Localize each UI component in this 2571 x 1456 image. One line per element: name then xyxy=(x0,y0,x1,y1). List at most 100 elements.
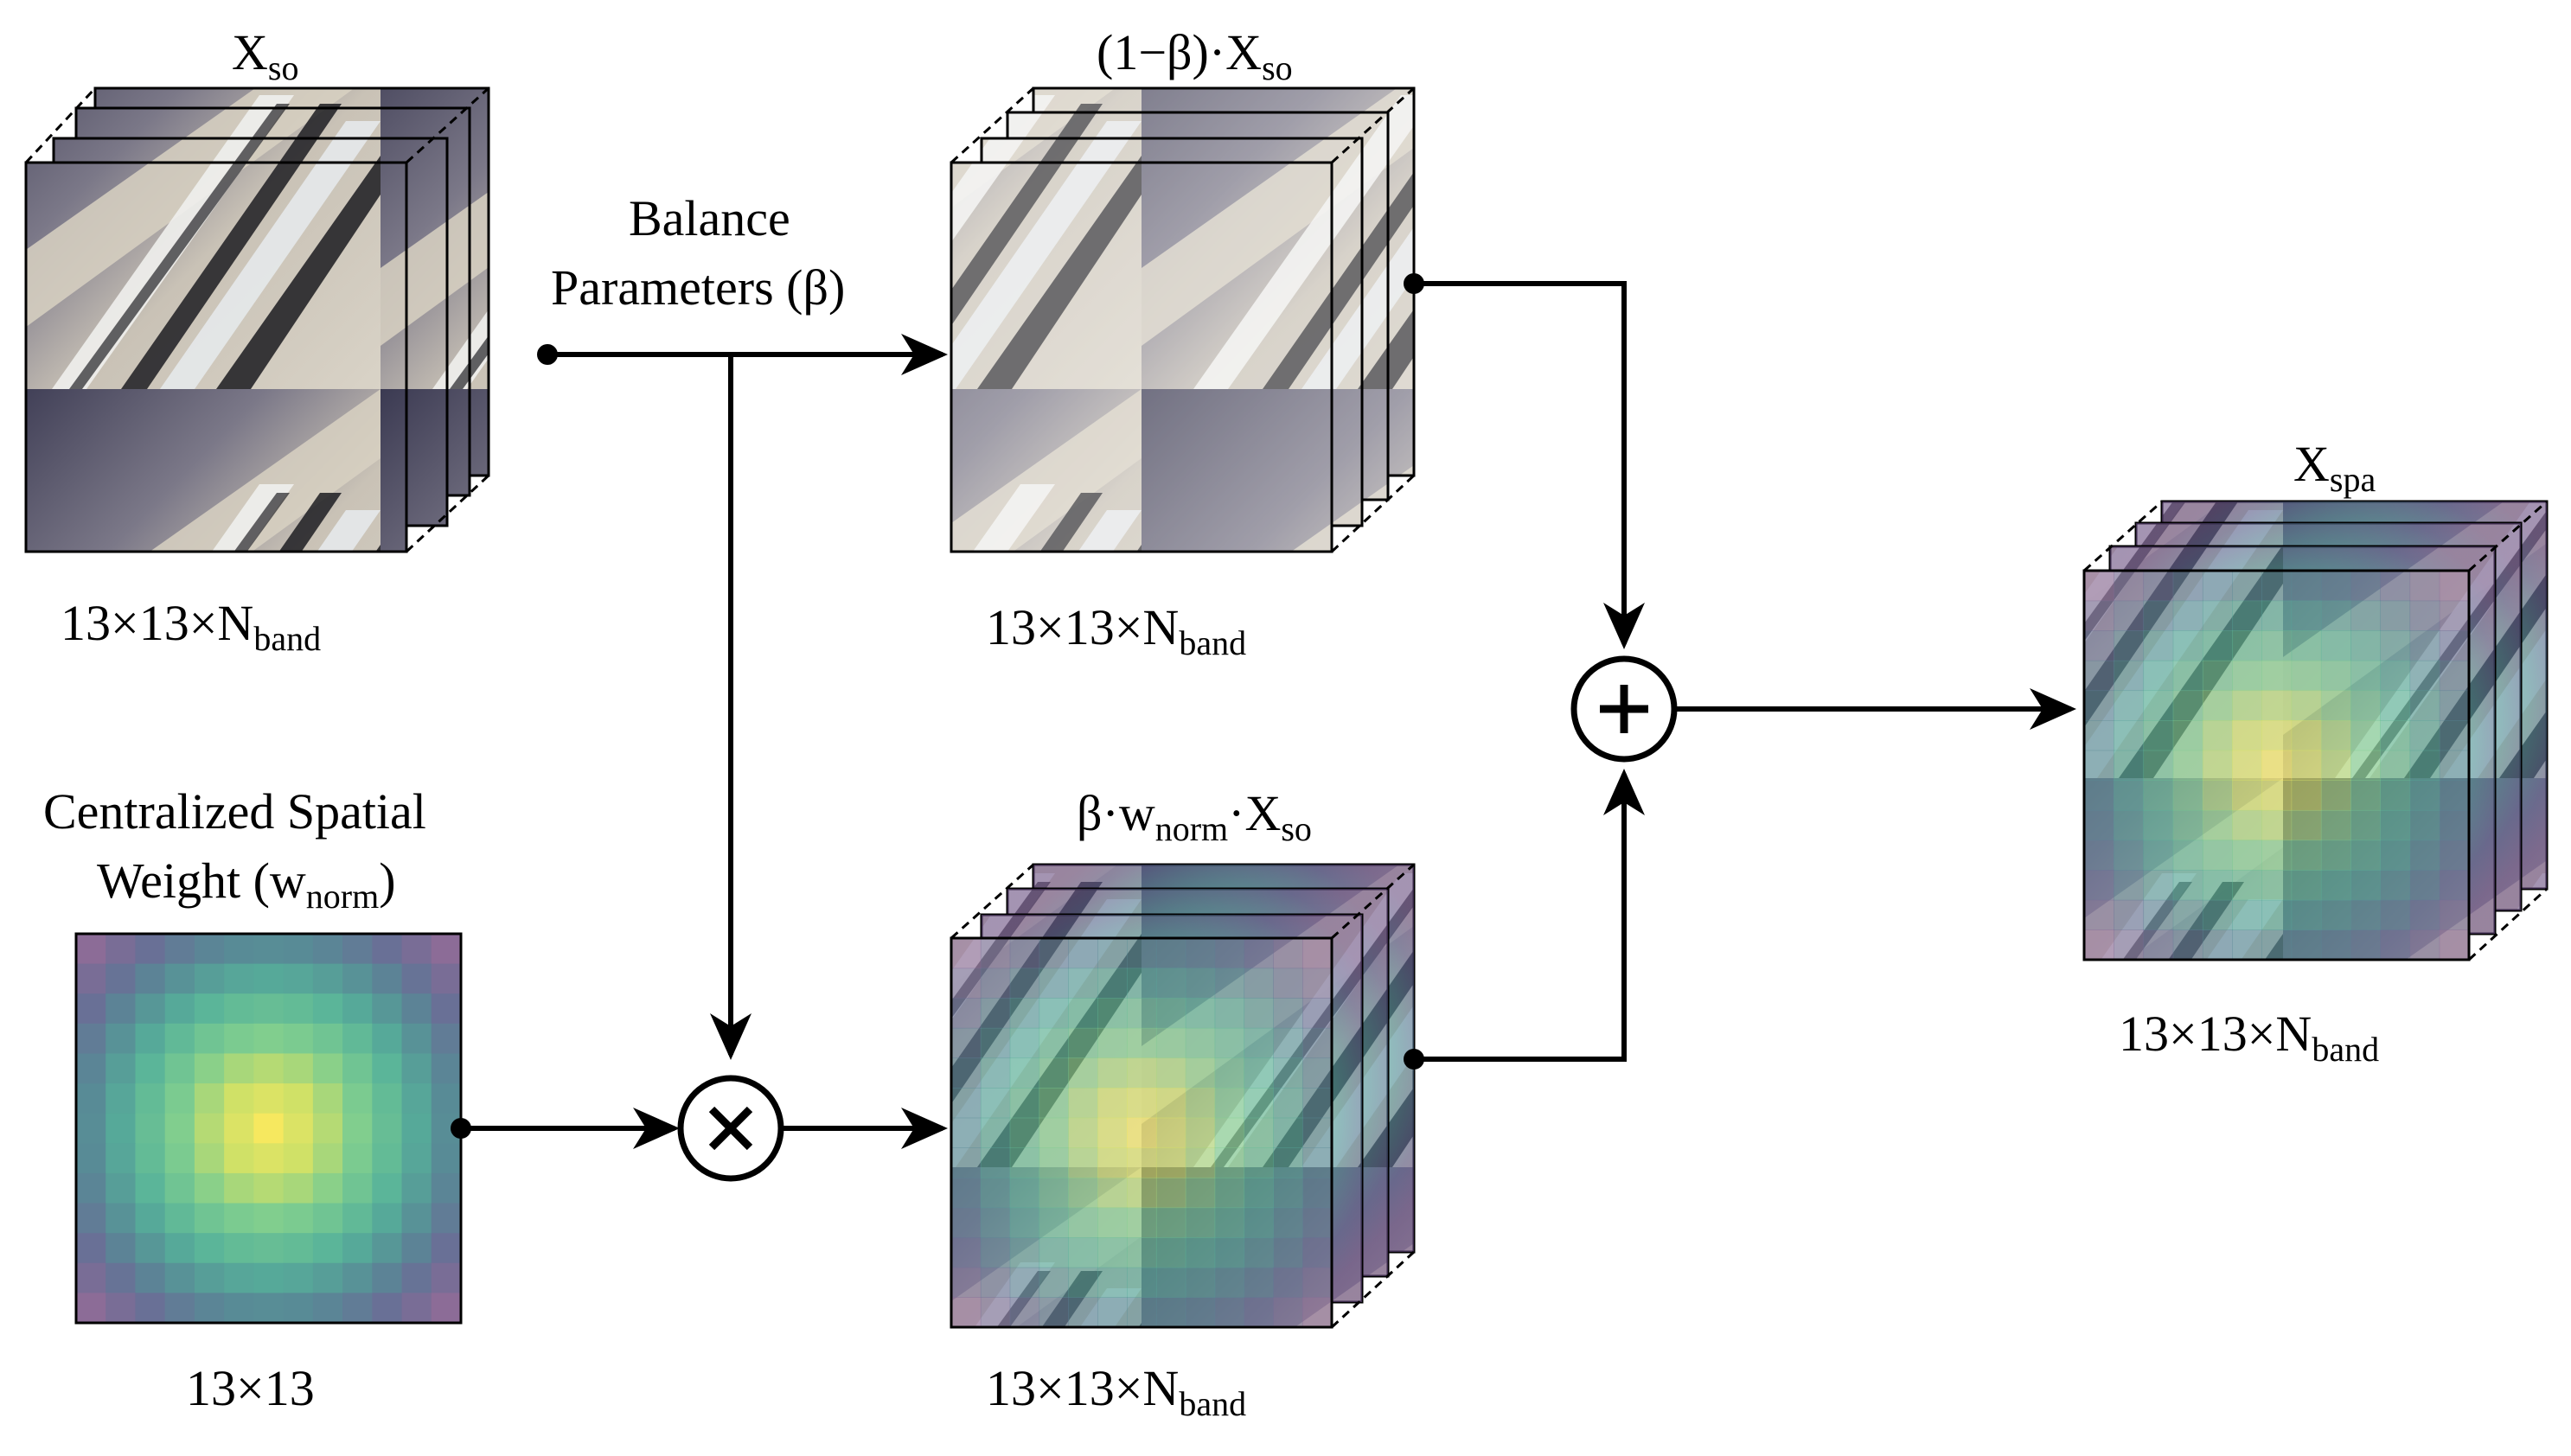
xspa-grid-cell xyxy=(2380,870,2411,901)
weight-heatmap-cell xyxy=(164,1053,195,1084)
weight-heatmap-cell xyxy=(194,1203,225,1234)
omb-edge-br xyxy=(1330,474,1416,553)
weight-heatmap-cell xyxy=(253,1083,285,1114)
weight-heatmap-cell xyxy=(76,1233,106,1264)
balance-parameters: Balance Parameters (β) xyxy=(551,190,845,316)
weight-heatmap-cell xyxy=(224,1053,254,1084)
weight-heatmap-cell xyxy=(164,1262,195,1293)
xspa-grid-cell xyxy=(2172,929,2203,961)
weight-heatmap-cell xyxy=(106,1113,137,1144)
weighted-grid-cell xyxy=(1039,1057,1069,1089)
xspa-grid-cell xyxy=(2084,929,2114,961)
xspa-grid-cell xyxy=(2143,899,2174,930)
weighted-grid-cell xyxy=(1244,1117,1274,1148)
weighted-grid-cell xyxy=(1155,1147,1186,1178)
weight-heatmap-cell xyxy=(342,1143,373,1174)
xspa-grid-cell xyxy=(2439,840,2470,871)
weight-heatmap-cell xyxy=(224,1083,254,1114)
omb-edge-tl xyxy=(950,86,1035,164)
xspa-grid-cell xyxy=(2350,630,2381,661)
xspa-grid-cell xyxy=(2114,571,2145,602)
weight-heatmap-cell xyxy=(342,1233,373,1264)
weight-heatmap-cell xyxy=(135,1143,166,1174)
xspa-grid-cell xyxy=(2172,720,2203,751)
weight-heatmap-cell xyxy=(224,934,254,965)
weighted-grid-cell xyxy=(1244,1177,1274,1209)
weighted-grid-cell xyxy=(951,938,982,969)
xspa-grid-cell xyxy=(2114,929,2145,961)
weight-heatmap-cell xyxy=(164,1233,195,1264)
xspa-grid-cell xyxy=(2114,600,2145,631)
weighted-grid-cell xyxy=(1214,1088,1245,1119)
weighted-grid-cell xyxy=(1273,1057,1303,1089)
weighted-grid-cell xyxy=(951,1237,982,1268)
xspa-grid-cell xyxy=(2261,780,2293,811)
xspa-grid-cell xyxy=(2232,571,2262,602)
omb-dim: 13×13×Nband xyxy=(986,599,1246,662)
weighted-grid-cell xyxy=(951,1088,982,1119)
xspa-title-main: X xyxy=(2293,436,2330,492)
weight-heatmap-cell xyxy=(164,963,195,994)
weight-heatmap-cell xyxy=(283,1023,314,1055)
weight-heatmap-cell xyxy=(106,1083,137,1114)
xspa-grid-cell xyxy=(2202,780,2233,811)
xspa-grid-cell xyxy=(2084,780,2114,811)
weight-heatmap-cell xyxy=(76,1113,106,1144)
xspa-grid-cell xyxy=(2320,630,2351,661)
xspa-grid-cell xyxy=(2409,929,2440,961)
weighted-grid-cell xyxy=(1009,1117,1040,1148)
weight-heatmap-cell xyxy=(312,1172,343,1204)
weighted-grid-cell xyxy=(1302,1088,1333,1119)
weighted-grid-cell xyxy=(1273,1297,1303,1328)
weighted-grid-cell xyxy=(1214,938,1245,969)
weight-heatmap-cell xyxy=(135,1172,166,1204)
xspa-grid-cell xyxy=(2202,929,2233,961)
xspa-grid-cell xyxy=(2380,600,2411,631)
xspa-grid-cell xyxy=(2084,809,2114,841)
xspa-grid-cell xyxy=(2143,630,2174,661)
weighted-grid-cell xyxy=(1185,1057,1216,1089)
weighted-grid-cell xyxy=(1155,1207,1186,1238)
weighted-grid-cell xyxy=(1155,1267,1186,1298)
xspa-dim-main: 13×13×N xyxy=(2119,1006,2312,1062)
weight-heatmap-cell xyxy=(135,1293,166,1324)
xspa-grid-cell xyxy=(2350,720,2381,751)
weight-heatmap-cell xyxy=(106,1143,137,1174)
weight-heatmap-cell xyxy=(194,1262,225,1293)
xspa-grid-cell xyxy=(2114,899,2145,930)
weight-heatmap-cell xyxy=(401,1113,432,1144)
xspa-grid-cell xyxy=(2409,840,2440,871)
xspa-grid-cell xyxy=(2232,690,2262,721)
xspa-grid-cell xyxy=(2232,600,2262,631)
weight-heatmap-cell xyxy=(431,934,462,965)
weighted-grid-cell xyxy=(980,1207,1011,1238)
xspa-grid-cell xyxy=(2084,630,2114,661)
weighted-grid-cell xyxy=(1185,998,1216,1029)
xspa-grid-cell xyxy=(2320,660,2351,692)
weight-heatmap-cell xyxy=(372,934,403,965)
weight-heatmap-cell xyxy=(194,1083,225,1114)
xspa-grid-cell xyxy=(2114,660,2145,692)
omb-title-main: (1−β)·X xyxy=(1097,24,1262,80)
weight-heatmap-cell xyxy=(401,1023,432,1055)
weighted-grid-cell xyxy=(1302,938,1333,969)
weight-heatmap-cell xyxy=(283,1233,314,1264)
weighted-grid-cell xyxy=(1039,1177,1069,1209)
weighted-grid-cell xyxy=(1302,967,1333,999)
weight-heatmap-cell xyxy=(253,934,285,965)
xspa-grid-cell xyxy=(2202,630,2233,661)
weighted-grid-cell xyxy=(1097,1207,1128,1238)
weight-heatmap-cell xyxy=(431,1172,462,1204)
weighted-title-a: β·w xyxy=(1077,785,1155,841)
xspa-grid-cell xyxy=(2409,780,2440,811)
xspa-title: Xspa xyxy=(2293,436,2376,499)
balance-label-line1: Balance xyxy=(629,190,790,246)
weight-heatmap-cell xyxy=(401,1293,432,1324)
weight-heatmap-cell xyxy=(76,1023,106,1055)
weighted-grid-cell xyxy=(1214,1237,1245,1268)
xspa-grid-cell xyxy=(2261,840,2293,871)
weighted-grid-cell xyxy=(1244,1088,1274,1119)
weight-heatmap-cell xyxy=(106,934,137,965)
weight-heatmap-cell xyxy=(164,1023,195,1055)
weighted-grid-cell xyxy=(1185,1147,1216,1178)
